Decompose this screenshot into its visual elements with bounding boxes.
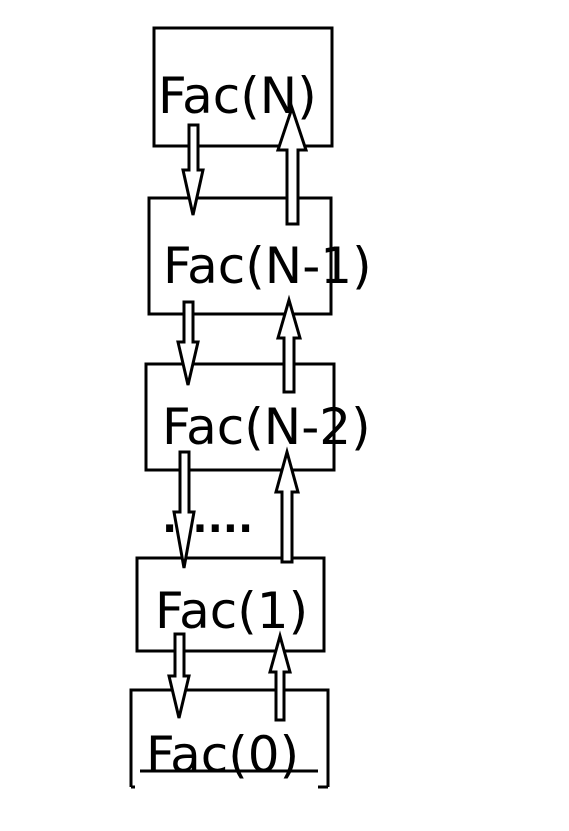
down-arrow-icon — [172, 450, 196, 569]
down-arrows — [167, 123, 205, 719]
up-arrows — [268, 103, 309, 722]
up-arrow-icon — [276, 294, 302, 394]
node-label-fac-n-minus-1: Fac(N-1) — [163, 237, 372, 295]
node-box-fac-n-minus-2 — [144, 362, 336, 472]
up-arrow-icon — [274, 446, 300, 564]
down-arrow-icon — [167, 632, 191, 719]
node-box-fac-n-minus-1 — [147, 196, 333, 316]
node-box-fac-n — [152, 26, 334, 148]
down-arrow-icon — [176, 300, 200, 386]
node-label-fac-1: Fac(1) — [155, 582, 308, 640]
up-arrow-icon — [275, 103, 309, 226]
node-label-fac-n-minus-2: Fac(N-2) — [162, 398, 371, 456]
node-box-fac-1 — [135, 556, 326, 653]
up-arrow-icon — [268, 630, 292, 722]
down-arrow-icon — [181, 123, 205, 216]
node-label-fac-0: Fac(0) — [146, 726, 299, 784]
